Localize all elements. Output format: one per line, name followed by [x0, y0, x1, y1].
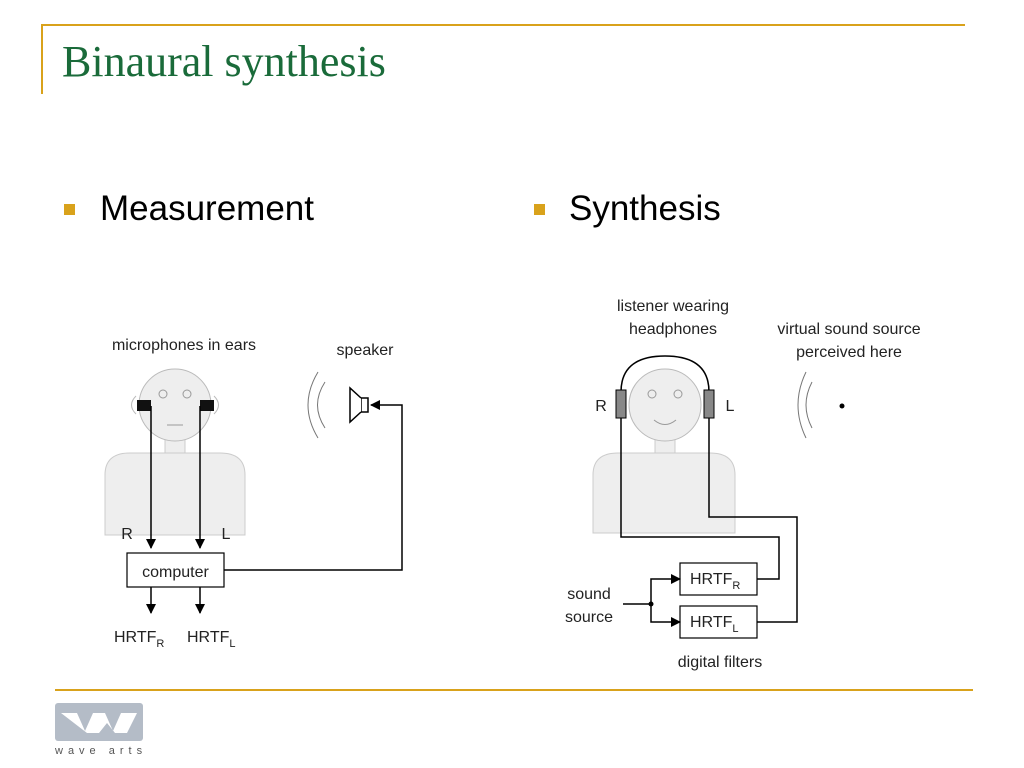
- microphone-right-icon: [137, 400, 151, 411]
- digital-filters-label: digital filters: [678, 654, 762, 671]
- split-to-hrtf-r: [650, 574, 681, 604]
- slide-title: Binaural synthesis: [62, 37, 386, 86]
- sound-wave-icon: [317, 381, 326, 429]
- synthesis-diagram: listener wearing headphones R L virtual …: [565, 298, 921, 671]
- speaker-label: speaker: [337, 342, 395, 359]
- computer-box: [126, 552, 225, 588]
- measurement-hrtf-l: HRTFL: [187, 629, 236, 650]
- measurement-right-label: R: [121, 526, 133, 543]
- virtual-source-label-line1: virtual sound source: [777, 321, 920, 338]
- listener-label-line1: listener wearing: [617, 298, 729, 315]
- bullet-square-icon: [64, 204, 75, 215]
- ear-icon: [131, 395, 137, 415]
- logo-text: wave arts: [55, 745, 148, 757]
- headphones-band: [620, 355, 710, 393]
- sound-wave-icon: [307, 371, 319, 439]
- measurement-hrtf-r: HRTFR: [114, 629, 164, 650]
- smile-icon: [653, 419, 677, 425]
- measurement-left-label: L: [222, 526, 231, 543]
- eye-icon: [182, 389, 192, 399]
- virtual-source-label-line2: perceived here: [796, 344, 902, 361]
- synthesis-hrtf-r: HRTFR: [690, 571, 740, 592]
- hrtf-l-filter-box: [679, 605, 758, 639]
- sound-wave-icon: [805, 381, 813, 429]
- microphones-label: microphones in ears: [112, 337, 256, 354]
- bullet-measurement: Measurement: [100, 189, 314, 228]
- sound-source-label-line1: sound: [567, 586, 611, 603]
- speaker-icon: [349, 386, 369, 424]
- eye-icon: [158, 389, 168, 399]
- measurement-figure-body: [104, 452, 246, 536]
- eye-icon: [673, 389, 683, 399]
- title-accent-vertical-rule: [41, 24, 43, 94]
- title-accent-horizontal-rule: [41, 24, 965, 26]
- listener-label-line2: headphones: [629, 321, 717, 338]
- virtual-source-dot: [839, 403, 845, 409]
- synthesis-figure-body: [592, 452, 736, 534]
- synthesis-right-label: R: [595, 398, 607, 415]
- eye-icon: [647, 389, 657, 399]
- synthesis-hrtf-l: HRTFL: [690, 614, 739, 635]
- computer-to-speaker-wire: [224, 400, 403, 571]
- synthesis-left-label: L: [726, 398, 735, 415]
- left-headphone-wire: [708, 418, 798, 623]
- measurement-diagram: microphones in ears R L computer HRTFR H…: [104, 337, 403, 650]
- microphone-left-icon: [200, 400, 214, 411]
- headphone-left-cup-icon: [703, 389, 715, 419]
- synthesis-figure-head: [628, 368, 702, 442]
- split-to-hrtf-l: [650, 604, 681, 627]
- footer-rule: [55, 689, 973, 691]
- bullet-synthesis: Synthesis: [569, 189, 721, 228]
- ear-icon: [213, 395, 219, 415]
- right-headphone-wire: [620, 418, 780, 580]
- bullet-square-icon: [534, 204, 545, 215]
- sound-source-label-line2: source: [565, 609, 613, 626]
- sound-wave-icon: [797, 371, 807, 439]
- headphone-right-cup-icon: [615, 389, 627, 419]
- computer-label: computer: [142, 564, 209, 581]
- wave-arts-logo-icon: [55, 703, 143, 741]
